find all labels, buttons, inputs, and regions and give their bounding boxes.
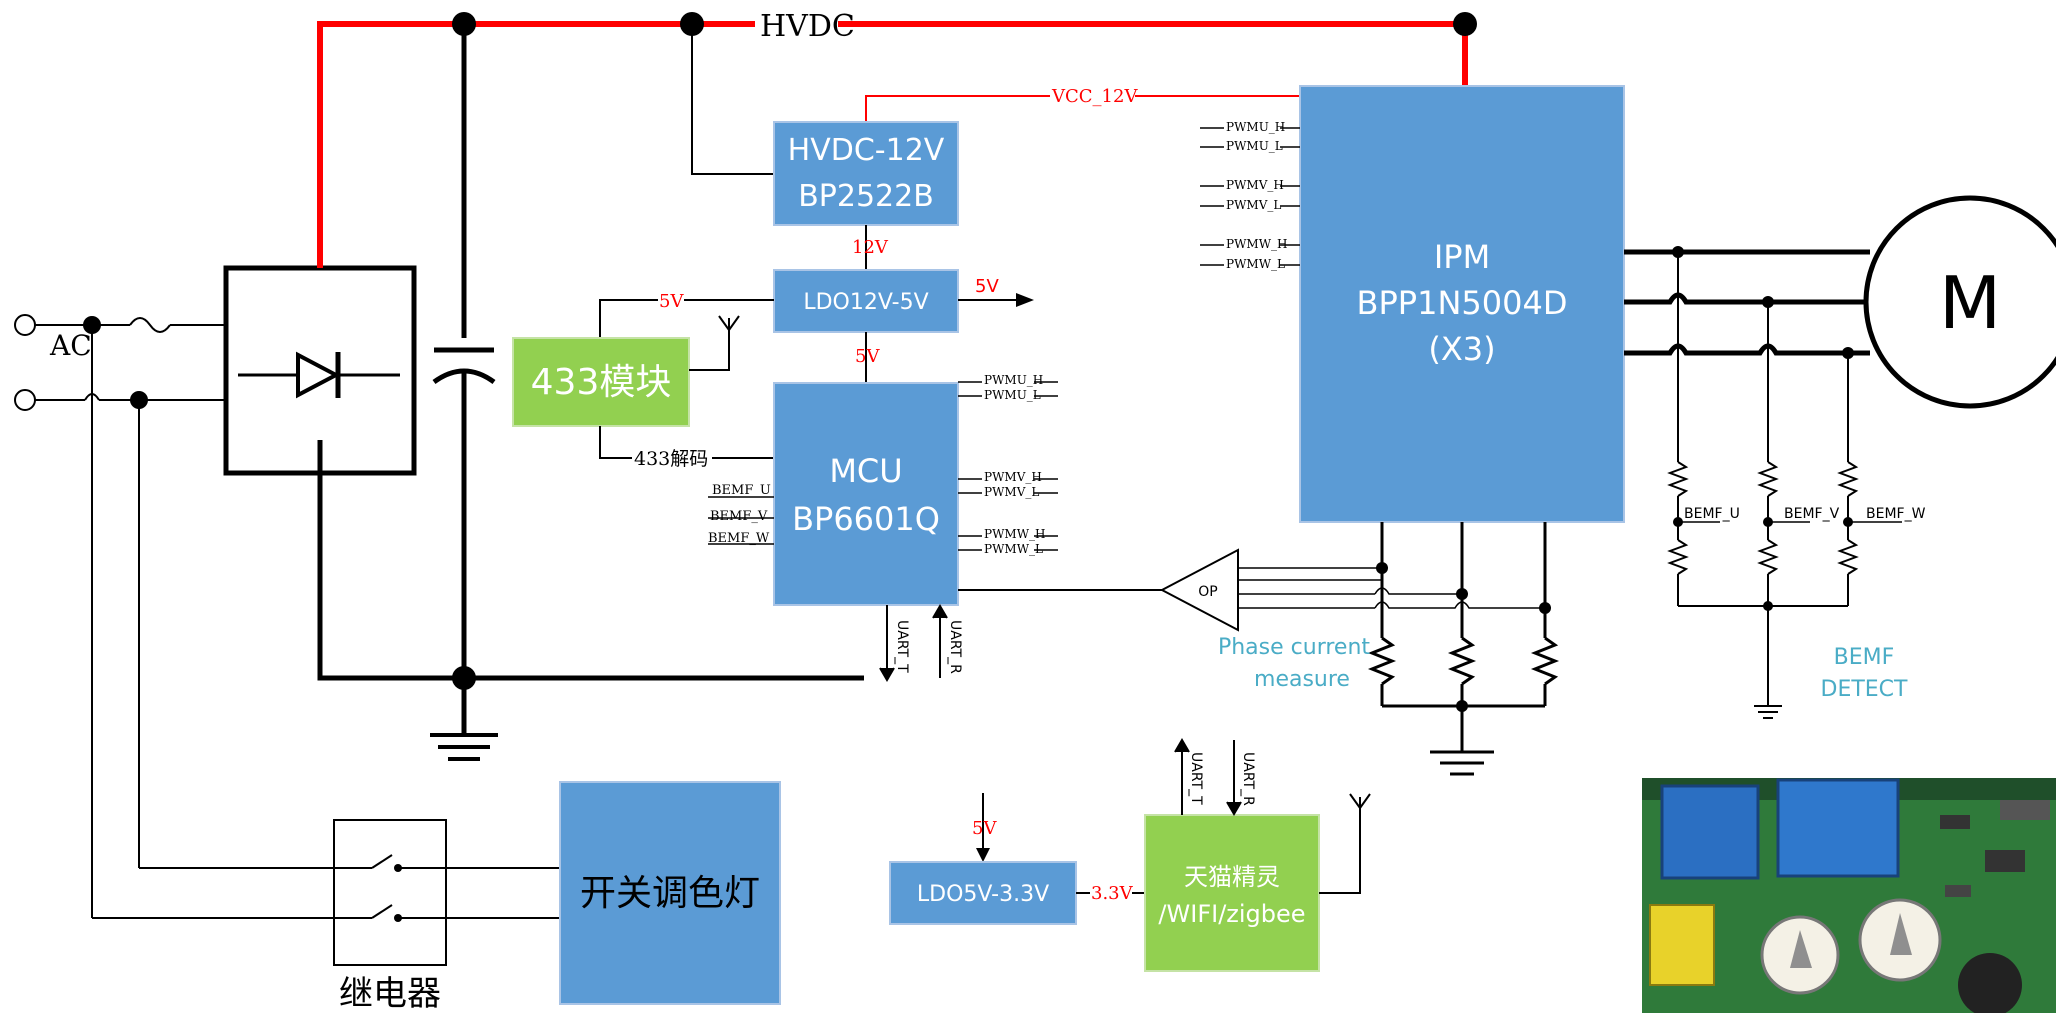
ldo-12v-5v-label: LDO12V-5V xyxy=(803,290,928,315)
decode-433-label: 433解码 xyxy=(634,448,708,470)
dimmable-light-label: 开关调色灯 xyxy=(580,873,760,914)
junction-dot xyxy=(1843,517,1853,527)
junction-dot xyxy=(1376,562,1388,574)
module-5v-label: 5V xyxy=(659,291,684,312)
smart-module-block xyxy=(1145,815,1319,971)
ipm-qty: (X3) xyxy=(1428,330,1495,368)
mcu-uart-r-label: UART_R xyxy=(947,620,963,674)
junction-dot xyxy=(1456,588,1468,600)
ac-input xyxy=(15,315,226,918)
phase-current-label: measure xyxy=(1254,667,1350,692)
rail-5v-label: 5V xyxy=(855,346,880,367)
wifi-uart-r-label: UART_R xyxy=(1240,752,1256,806)
relay-label: 继电器 xyxy=(339,974,441,1013)
hvdc-tap xyxy=(692,24,774,174)
mcu-bemf-label: BEMF_U xyxy=(712,483,771,498)
junction-dot xyxy=(1763,601,1773,611)
mcu-pwm-pins xyxy=(958,382,1058,550)
junction-dot xyxy=(1453,12,1477,36)
converter-name: HVDC-12V xyxy=(788,133,945,168)
pcb-photo xyxy=(1642,778,2056,1013)
junction-dot xyxy=(1539,602,1551,614)
mcu-uart-t-label: UART_T xyxy=(894,620,910,673)
phase-current-label: Phase current xyxy=(1218,635,1370,660)
mcu-bemf-label: BEMF_V xyxy=(710,509,768,524)
ldo-5v-3v3-label: LDO5V-3.3V xyxy=(917,882,1049,907)
mcu-pin-label: PWMU_L xyxy=(984,388,1041,402)
op-amp-label: OP xyxy=(1198,584,1217,600)
mcu-pin-label: PWMW_L xyxy=(984,542,1043,556)
junction-dot xyxy=(452,12,476,36)
rail-12v-label: 12V xyxy=(852,237,889,258)
junction-dot xyxy=(1456,700,1468,712)
bemf-detect-label: DETECT xyxy=(1821,677,1909,702)
hvdc-label: HVDC xyxy=(760,9,855,44)
ldo-input-5v-label: 5V xyxy=(972,818,997,839)
mcu-pin-label: PWMU_H xyxy=(984,373,1043,387)
motor-phase-lines xyxy=(1624,252,1870,353)
module-433-label: 433模块 xyxy=(531,362,672,403)
bemf-tap-label: BEMF_U xyxy=(1684,506,1740,522)
ac-label: AC xyxy=(49,329,92,362)
out-5v-label: 5V xyxy=(975,276,999,297)
junction-dot xyxy=(1673,517,1683,527)
antenna-icon xyxy=(1319,794,1370,893)
junction-dot xyxy=(130,391,148,409)
mcu-pin-label: PWMV_H xyxy=(984,470,1042,484)
mcu-name: MCU xyxy=(829,452,902,490)
junction-dot xyxy=(452,666,476,690)
mcu-part: BP6601Q xyxy=(792,500,940,538)
ipm-pin-label: PWMW_H xyxy=(1226,237,1288,251)
ipm-name: IPM xyxy=(1434,238,1490,276)
bemf-detect-label: BEMF xyxy=(1834,645,1895,670)
relay xyxy=(92,820,560,965)
mcu-pin-label: PWMV_L xyxy=(984,485,1039,499)
antenna-icon xyxy=(689,316,739,370)
ipm-pin-label: PWMV_L xyxy=(1226,198,1281,212)
rail-3v3-label: 3.3V xyxy=(1091,883,1134,904)
smart-module-name: 天猫精灵 xyxy=(1184,863,1280,891)
wifi-uart xyxy=(1175,740,1241,815)
ipm-pin-label: PWMU_H xyxy=(1226,120,1285,134)
mcu-uart xyxy=(880,605,947,680)
mcu-pin-label: PWMW_H xyxy=(984,527,1046,541)
converter-part: BP2522B xyxy=(798,179,934,214)
ipm-pin-label: PWMU_L xyxy=(1226,139,1283,153)
ipm-part: BPP1N5004D xyxy=(1357,284,1568,322)
smart-module-protocols: /WIFI/zigbee xyxy=(1158,900,1305,928)
bemf-tap-label: BEMF_W xyxy=(1866,506,1926,522)
junction-dot xyxy=(1763,517,1773,527)
mcu-bemf-label: BEMF_W xyxy=(708,531,770,546)
wifi-uart-t-label: UART_T xyxy=(1188,752,1204,805)
ipm-pin-label: PWMV_H xyxy=(1226,178,1284,192)
ipm-pin-label: PWMW_L xyxy=(1226,257,1285,271)
vcc-label: VCC_12V xyxy=(1051,86,1138,107)
mcu-block xyxy=(774,383,958,605)
bemf-tap-label: BEMF_V xyxy=(1784,506,1840,522)
motor-label: M xyxy=(1939,261,2001,345)
